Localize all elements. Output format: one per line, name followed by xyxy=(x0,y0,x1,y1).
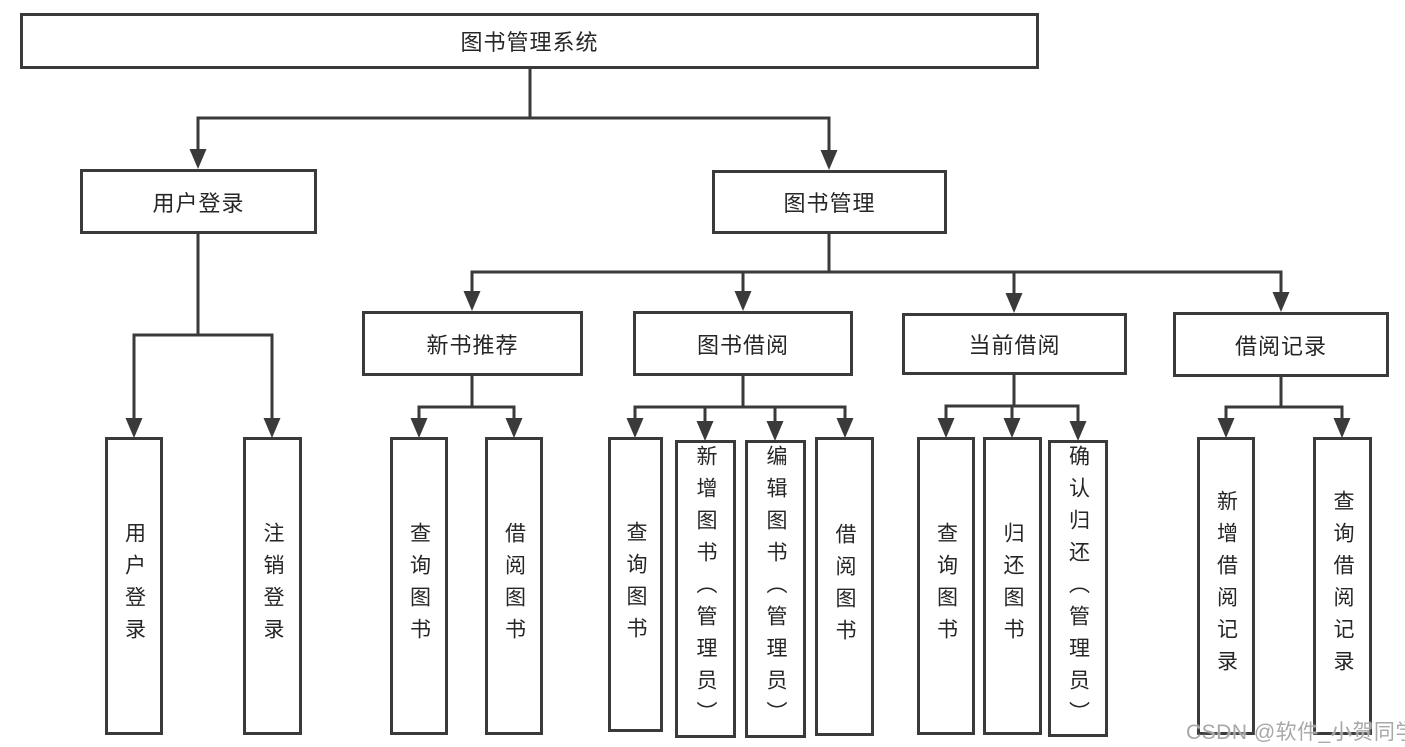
leaf-return-books: 归还图书 xyxy=(983,437,1042,735)
node-current-borrowing: 当前借阅 xyxy=(902,313,1127,375)
csdn-watermark: CSDN @软件_小贺同学 xyxy=(1186,721,1405,744)
node-book-borrowing: 图书借阅 xyxy=(633,311,853,376)
leaf-label: 查询图书 xyxy=(934,522,958,650)
leaf-label: 查询借阅记录 xyxy=(1331,490,1354,682)
leaf-search-books-3: 查询图书 xyxy=(917,437,975,735)
node-user-login: 用户登录 xyxy=(80,169,317,234)
leaf-add-borrow-record: 新增借阅记录 xyxy=(1197,437,1255,735)
leaf-borrow-books-2: 借阅图书 xyxy=(815,437,874,736)
node-borrowing-records: 借阅记录 xyxy=(1173,312,1389,377)
leaf-label: 借阅图书 xyxy=(833,522,856,651)
node-new-book-recommendation: 新书推荐 xyxy=(362,311,583,376)
leaf-borrow-books: 借阅图书 xyxy=(485,437,543,735)
leaf-label: 注销登录 xyxy=(261,522,284,650)
leaf-label: 归还图书 xyxy=(1001,522,1024,650)
node-library-system: 图书管理系统 xyxy=(20,13,1039,69)
leaf-search-books: 查询图书 xyxy=(390,437,448,735)
leaf-label: 新增图书（管理员） xyxy=(694,445,717,733)
leaf-label: 确认归还（管理员） xyxy=(1066,444,1090,733)
leaf-add-book-admin: 新增图书（管理员） xyxy=(675,440,736,738)
leaf-label: 新增借阅记录 xyxy=(1214,490,1238,682)
arrowheads xyxy=(125,149,1351,441)
leaf-search-books-2: 查询图书 xyxy=(608,437,663,732)
node-book-management: 图书管理 xyxy=(712,170,947,234)
leaf-logout: 注销登录 xyxy=(243,437,302,735)
leaf-user-login: 用户登录 xyxy=(105,437,163,735)
leaf-label: 借阅图书 xyxy=(502,522,526,650)
leaf-label: 查询图书 xyxy=(624,520,647,649)
leaf-label: 查询图书 xyxy=(407,522,431,650)
leaf-label: 编辑图书（管理员） xyxy=(764,445,787,733)
leaf-search-borrow-record: 查询借阅记录 xyxy=(1313,437,1372,735)
leaf-confirm-return-admin: 确认归还（管理员） xyxy=(1048,440,1108,737)
leaf-edit-book-admin: 编辑图书（管理员） xyxy=(745,440,806,738)
leaf-label: 用户登录 xyxy=(122,522,146,650)
